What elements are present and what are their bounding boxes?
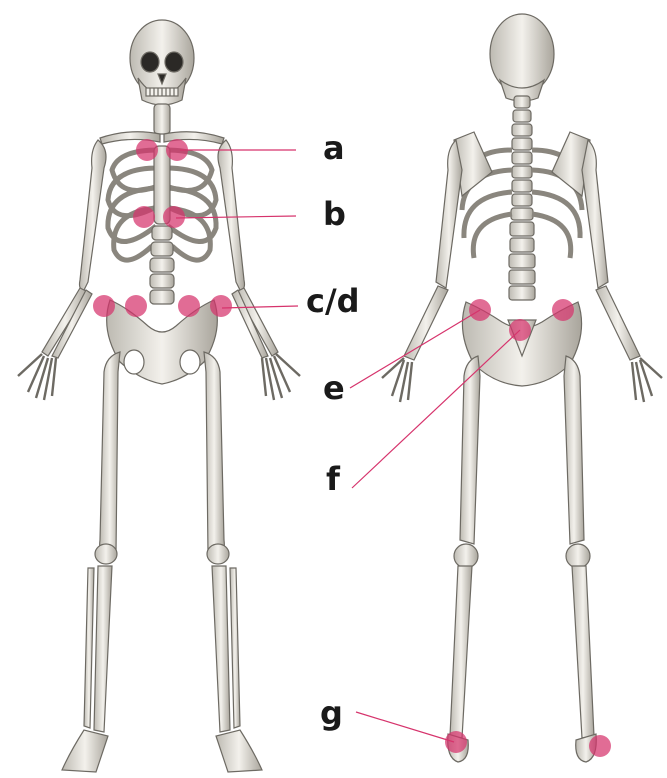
leader-line-f bbox=[352, 330, 520, 488]
back-left-knee bbox=[454, 544, 478, 568]
front-right-foot bbox=[216, 730, 262, 772]
label-b: b bbox=[323, 198, 346, 230]
front-skeleton bbox=[18, 20, 300, 772]
leader-line-g bbox=[356, 712, 454, 742]
front-right-fibula bbox=[230, 568, 240, 728]
label-f: f bbox=[326, 463, 340, 495]
back-skull bbox=[490, 14, 554, 94]
front-left-foot bbox=[62, 730, 108, 772]
front-left-patella bbox=[95, 544, 117, 564]
front-left-femur bbox=[100, 352, 120, 558]
label-e: e bbox=[323, 372, 345, 404]
marker-a-left bbox=[136, 139, 158, 161]
back-left-humerus bbox=[436, 140, 462, 288]
marker-c-left-outer bbox=[93, 295, 115, 317]
back-right-forearm bbox=[596, 286, 640, 360]
front-right-tibia bbox=[212, 566, 230, 732]
marker-g-right bbox=[589, 735, 611, 757]
marker-c-left-inner bbox=[125, 295, 147, 317]
label-a: a bbox=[323, 132, 345, 164]
label-g: g bbox=[320, 697, 343, 729]
front-right-femur bbox=[204, 352, 224, 558]
label-c-d: c/d bbox=[306, 285, 360, 317]
marker-f bbox=[509, 319, 531, 341]
back-vertebral-column bbox=[509, 96, 535, 300]
marker-e-left bbox=[469, 299, 491, 321]
marker-b-left bbox=[133, 206, 155, 228]
front-left-tibia bbox=[94, 566, 112, 732]
front-pelvis bbox=[107, 300, 218, 384]
marker-e-right bbox=[552, 299, 574, 321]
front-skull bbox=[130, 20, 194, 105]
marker-g-left bbox=[445, 731, 467, 753]
front-left-humerus bbox=[80, 140, 107, 290]
front-left-hand bbox=[18, 354, 56, 400]
marker-d-right-inner bbox=[178, 295, 200, 317]
back-right-knee bbox=[566, 544, 590, 568]
back-left-forearm bbox=[404, 286, 448, 360]
back-right-hand bbox=[632, 358, 662, 402]
back-left-tibia bbox=[450, 566, 472, 738]
back-left-hand bbox=[382, 358, 412, 402]
front-lumbar-spine bbox=[150, 226, 174, 304]
marker-d-right-outer bbox=[210, 295, 232, 317]
marker-a-right bbox=[166, 139, 188, 161]
back-skeleton bbox=[382, 14, 662, 762]
leader-line-cd bbox=[222, 306, 298, 308]
front-right-patella bbox=[207, 544, 229, 564]
back-right-femur bbox=[564, 356, 584, 544]
leader-line-e bbox=[350, 310, 480, 388]
back-right-tibia bbox=[572, 566, 594, 738]
back-right-humerus bbox=[582, 140, 608, 288]
front-cervical-spine bbox=[154, 104, 170, 134]
front-right-hand bbox=[262, 354, 300, 400]
marker-b-right bbox=[163, 206, 185, 228]
front-left-fibula bbox=[84, 568, 94, 728]
front-right-humerus bbox=[218, 140, 245, 290]
